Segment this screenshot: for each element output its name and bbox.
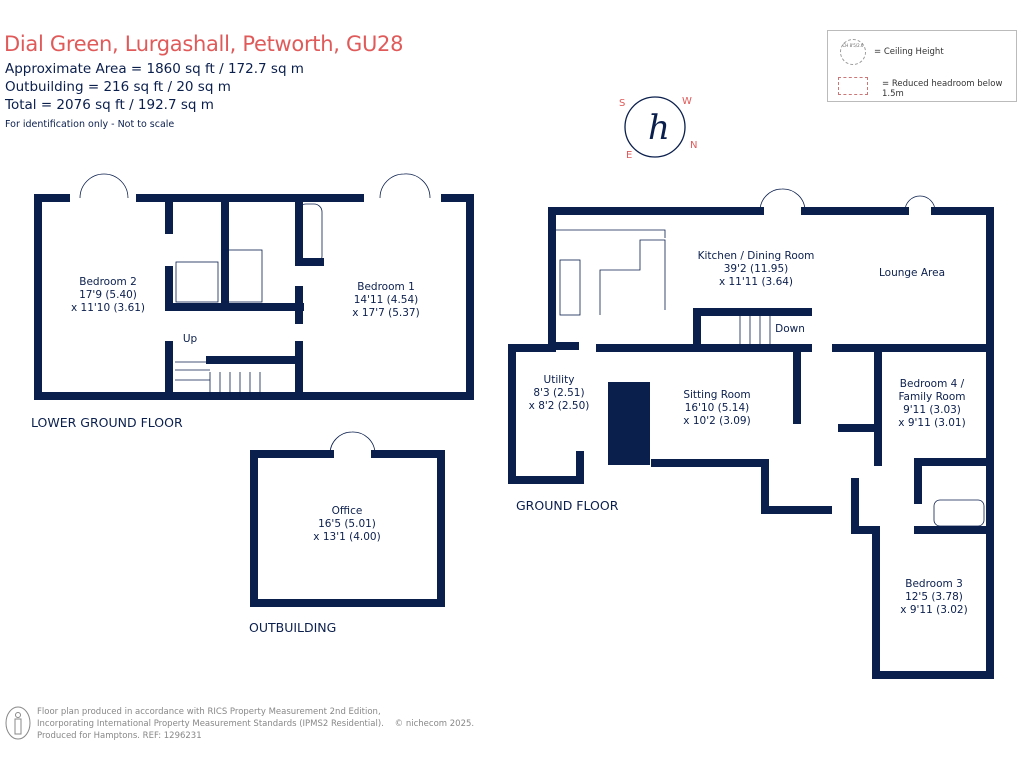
room-dimension: 17'9 (5.40) xyxy=(79,289,137,301)
room-name: Bedroom 2 xyxy=(79,276,137,288)
french-door-icon xyxy=(759,188,806,212)
property-title: Dial Green, Lurgashall, Petworth, GU28 xyxy=(4,32,404,56)
french-door-icon xyxy=(79,173,129,199)
room-name: Kitchen / Dining Room xyxy=(697,250,815,262)
french-door-icon xyxy=(329,431,376,455)
room-dimension: x 10'2 (3.09) xyxy=(683,415,751,427)
room-bedroom-2: Bedroom 2 17'9 (5.40) x 11'10 (3.61) xyxy=(71,276,145,315)
person-scale-icon xyxy=(5,706,31,740)
room-dimension: x 9'11 (3.01) xyxy=(898,417,966,429)
room-name: Bedroom 4 / xyxy=(899,378,965,390)
room-dimension: 8'3 (2.51) xyxy=(533,387,585,399)
reduced-headroom-symbol xyxy=(838,77,868,95)
compass-s: S xyxy=(619,98,626,109)
footer-line: Floor plan produced in accordance with R… xyxy=(37,707,381,717)
reduced-headroom-label: = Reduced headroom below 1.5m xyxy=(882,79,1003,99)
room-dimension: x 11'10 (3.61) xyxy=(70,302,146,314)
room-name: Office xyxy=(331,505,363,517)
room-dimension: 14'11 (4.54) xyxy=(353,294,419,306)
copyright: © nichecom 2025. xyxy=(394,719,475,729)
total-area: Total = 2076 sq ft / 192.7 sq m xyxy=(5,97,214,113)
room-dimension: x 8'2 (2.50) xyxy=(528,400,590,412)
ceiling-height-label: = Ceiling Height xyxy=(874,47,944,57)
staircase-icon xyxy=(175,361,261,396)
room-bedroom-4: Bedroom 4 / Family Room 9'11 (3.03) x 9'… xyxy=(898,378,965,430)
approximate-area: Approximate Area = 1860 sq ft / 172.7 sq… xyxy=(5,61,304,77)
floor-label-outbuilding: OUTBUILDING xyxy=(249,620,337,635)
staircase-icon xyxy=(739,316,771,345)
footer-line: Produced for Hamptons. REF: 1296231 xyxy=(37,731,202,741)
bath-icon xyxy=(297,203,323,265)
room-kitchen-dining: Kitchen / Dining Room 39'2 (11.95) x 11'… xyxy=(698,250,815,289)
kitchen-units xyxy=(556,229,666,315)
room-dimension: 16'10 (5.14) xyxy=(684,402,750,414)
room-name: Family Room xyxy=(898,391,966,403)
room-dimension: 12'5 (3.78) xyxy=(905,591,963,603)
room-dimension: 9'11 (3.03) xyxy=(903,404,961,416)
shower-icon xyxy=(221,249,263,303)
footer-line: Incorporating International Property Mea… xyxy=(37,719,384,729)
ceiling-height-symbol: CH 8'5/2.6 xyxy=(840,39,866,65)
legend: CH 8'5/2.6 = Ceiling Height = Reduced he… xyxy=(827,30,1017,102)
room-dimension: x 13'1 (4.00) xyxy=(313,531,381,543)
kitchen-worktop xyxy=(559,259,581,316)
room-sitting-room: Sitting Room 16'10 (5.14) x 10'2 (3.09) xyxy=(683,389,750,428)
room-dimension: x 11'11 (3.64) xyxy=(718,276,794,288)
room-name: Bedroom 3 xyxy=(905,578,963,590)
room-office: Office 16'5 (5.01) x 13'1 (4.00) xyxy=(313,505,380,544)
compass-n: N xyxy=(690,140,698,151)
french-door-icon xyxy=(904,195,936,212)
ground-floor-walls xyxy=(508,207,994,679)
room-bedroom-3: Bedroom 3 12'5 (3.78) x 9'11 (3.02) xyxy=(900,578,967,617)
shower-icon xyxy=(175,261,219,303)
compass-logo: h xyxy=(648,108,670,148)
disclaimer: For identification only - Not to scale xyxy=(5,119,175,130)
outbuilding-area: Outbuilding = 216 sq ft / 20 sq m xyxy=(5,79,231,95)
bath-icon xyxy=(933,499,985,527)
room-dimension: 39'2 (11.95) xyxy=(723,263,789,275)
chimney-block xyxy=(608,382,650,465)
room-name: Bedroom 1 xyxy=(357,281,415,293)
lower-ground-floor-walls xyxy=(34,194,474,400)
room-name: Sitting Room xyxy=(683,389,751,401)
room-dimension: x 17'7 (5.37) xyxy=(352,307,420,319)
floor-label-ground: GROUND FLOOR xyxy=(516,498,619,513)
outbuilding-walls xyxy=(250,450,445,607)
french-door-icon xyxy=(379,173,431,199)
compass-e: E xyxy=(626,150,633,161)
compass-logo-icon: h xyxy=(624,96,686,158)
room-utility: Utility 8'3 (2.51) x 8'2 (2.50) xyxy=(529,374,590,413)
room-dimension: 16'5 (5.01) xyxy=(318,518,376,530)
compass-w: W xyxy=(682,96,692,107)
footer-notes: Floor plan produced in accordance with R… xyxy=(37,706,474,742)
room-dimension: x 9'11 (3.02) xyxy=(900,604,968,616)
room-bedroom-1: Bedroom 1 14'11 (4.54) x 17'7 (5.37) xyxy=(352,281,419,320)
floor-label-lower-ground: LOWER GROUND FLOOR xyxy=(31,415,183,430)
stairs-up-label: Up xyxy=(182,333,198,345)
stairs-down-label: Down xyxy=(775,323,805,335)
room-lounge-area: Lounge Area xyxy=(878,267,946,279)
room-name: Utility xyxy=(543,374,575,386)
